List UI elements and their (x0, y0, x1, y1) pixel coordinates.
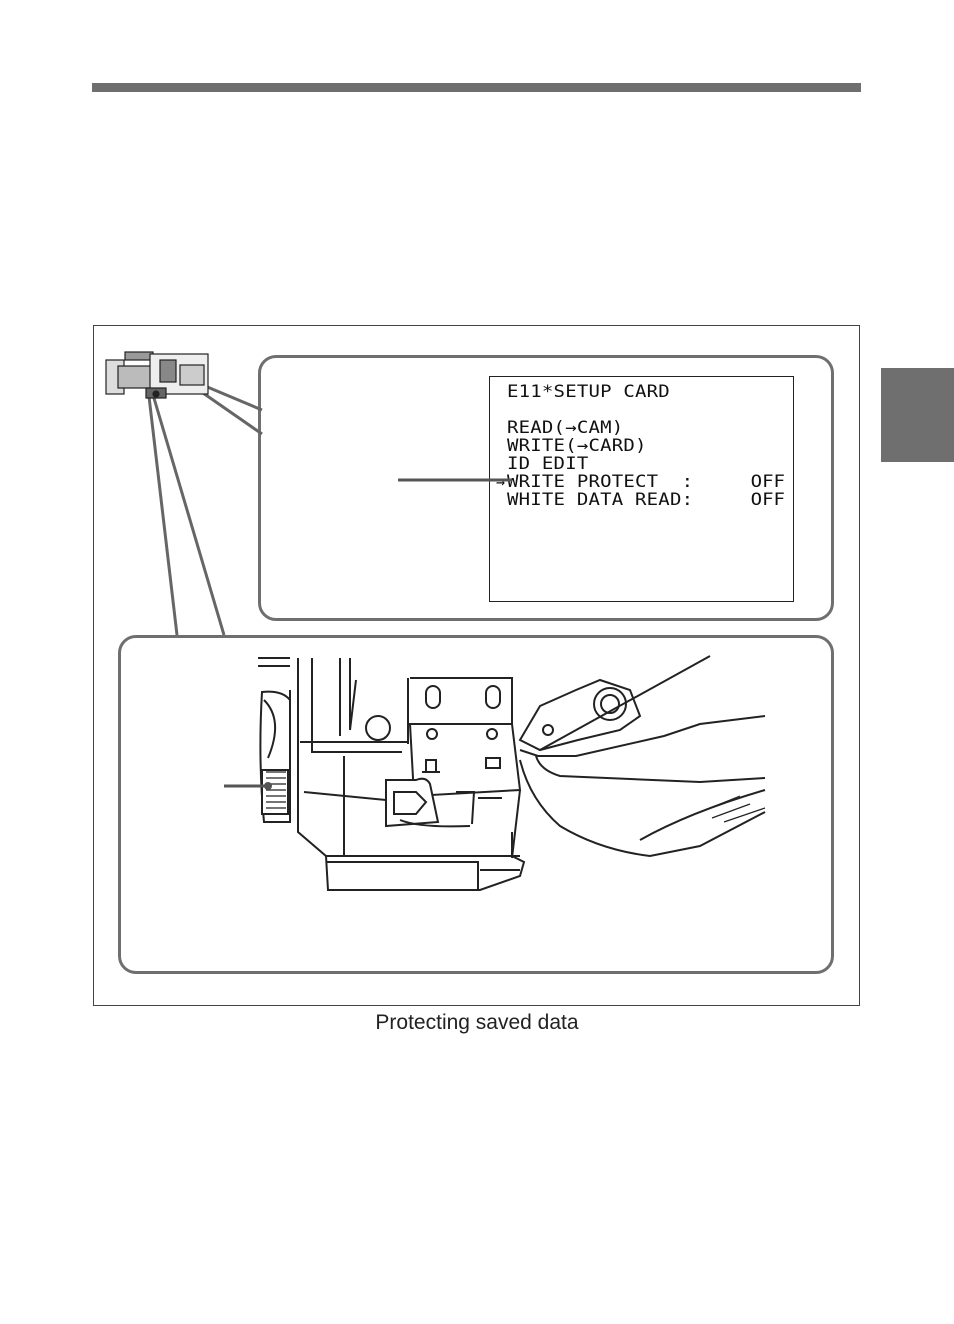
menu-cursor-arrow-icon: → (496, 473, 506, 491)
chapter-tab (881, 368, 954, 462)
menu-item-write-protect: WRITE PROTECT : (507, 472, 694, 492)
header-rule (92, 83, 861, 92)
menu-item-id-edit: ID EDIT (507, 454, 589, 474)
menu-item-white-data-read: WHITE DATA READ: (507, 490, 694, 510)
menu-title: E11*SETUP CARD (507, 382, 670, 402)
figure-caption: Protecting saved data (375, 1011, 579, 1034)
viewfinder-menu-screen: E11*SETUP CARD READ(→CAM) WRITE(→CARD) I… (489, 376, 794, 602)
menu-item-write-protect-value: OFF (750, 472, 785, 492)
camera-callout-panel (118, 635, 834, 974)
menu-item-read: READ(→CAM) (507, 418, 624, 438)
menu-item-write: WRITE(→CARD) (507, 436, 647, 456)
figure-frame (93, 325, 860, 1006)
menu-item-white-data-read-value: OFF (750, 490, 785, 510)
